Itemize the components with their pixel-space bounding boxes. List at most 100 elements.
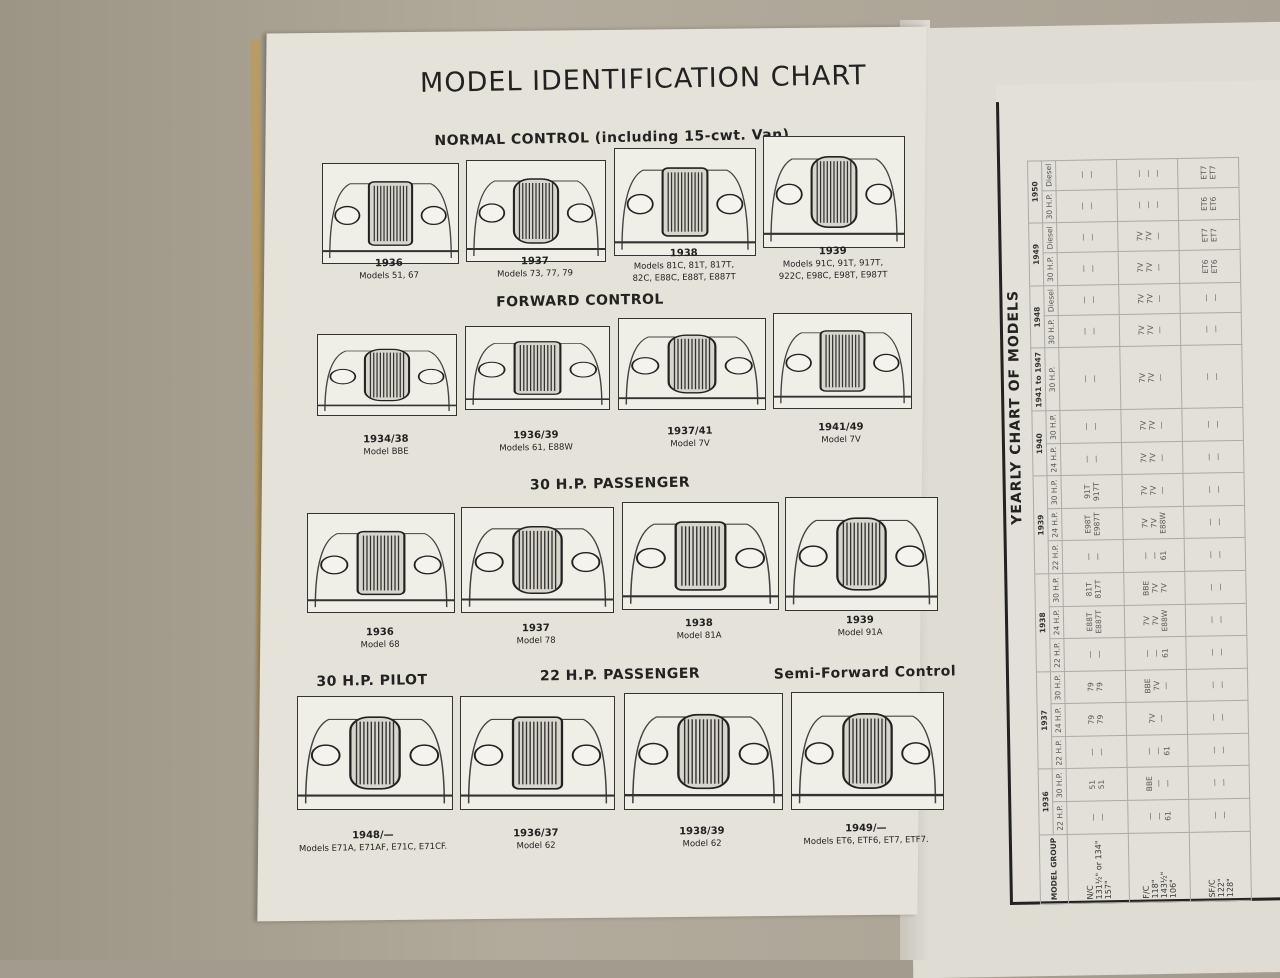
model-cell: — —	[1058, 314, 1120, 349]
caption-year: 1936	[374, 257, 403, 270]
model-cell: 7V 7V E88W	[1122, 506, 1185, 540]
headlamp-icon	[631, 357, 660, 375]
hp-column-header: Diesel	[1042, 222, 1058, 254]
caption-models: Model 62	[516, 840, 556, 852]
vehicle-front-illustration	[614, 148, 756, 256]
illustration-caption: 1938 Models 81C, 81T, 817T, 82C, E88C, E…	[632, 247, 736, 285]
model-cell: 7V —	[1125, 701, 1188, 736]
section-heading: 22 H.P. PASSENGER	[539, 665, 701, 685]
caption-models: Models 51, 67	[359, 270, 420, 282]
headlamp-icon	[409, 744, 440, 767]
model-cell: 51 51	[1066, 767, 1128, 802]
model-cell: — —	[1056, 221, 1119, 253]
headlamp-icon	[804, 742, 834, 765]
illustration-caption: 1936/37 Model 62	[513, 828, 559, 853]
headlamp-icon	[473, 744, 504, 767]
vehicle-front-illustration	[460, 696, 615, 810]
vehicle-front-illustration	[773, 313, 912, 409]
illustration-caption: 1948/— Models E71A, E71AF, E71C, E71CF.	[299, 829, 448, 856]
hp-column-header: 30 H.P.	[1044, 315, 1059, 349]
headlamp-icon	[865, 183, 893, 205]
caption-year: 1939	[845, 614, 874, 627]
vehicle-front-illustration	[307, 513, 455, 613]
hp-column-header: 30 H.P.	[1044, 348, 1060, 412]
headlamp-icon	[571, 744, 602, 767]
model-cell: — —	[1183, 505, 1246, 539]
headlamp-icon	[895, 545, 925, 568]
caption-year: 1936	[365, 626, 394, 639]
caption-models: Model 7V	[670, 438, 710, 450]
headlamp-icon	[571, 552, 601, 573]
model-cell: 81T 817T	[1062, 572, 1125, 607]
illustration-caption: 1936/39 Models 61, E88W	[499, 429, 573, 454]
caption-models: Models 61, E88W	[499, 442, 573, 454]
year-header: 1941 to 1947	[1030, 348, 1046, 412]
hp-column-header: 30 H.P.	[1042, 190, 1057, 223]
model-cell: — — 61	[1126, 734, 1189, 768]
model-cell: — —	[1059, 409, 1122, 444]
model-cell: — — —	[1117, 188, 1179, 222]
model-cell: 79 79	[1064, 702, 1127, 737]
illustration-caption: 1938/39 Model 62	[679, 826, 725, 851]
model-group-cell: F/C 118" 143½" 106"	[1128, 831, 1191, 903]
illustration-caption: 1949/— Models ET6, ETF6, ET7, ETF7.	[803, 822, 929, 848]
illustration-caption: 1937 Models 73, 77, 79	[497, 255, 573, 280]
headlamp-icon	[735, 547, 766, 569]
headlamp-icon	[716, 193, 744, 215]
illustration-caption: 1936 Models 51, 67	[359, 257, 419, 282]
caption-models: Model BBE	[363, 446, 409, 458]
section-heading: FORWARD CONTROL	[496, 291, 664, 311]
caption-year: 1938	[684, 617, 713, 630]
model-cell: — —	[1062, 539, 1124, 574]
model-cell: — —	[1187, 733, 1250, 767]
headlamp-icon	[724, 357, 753, 375]
section-heading: 30 H.P. PILOT	[316, 672, 428, 690]
caption-year: 1941/49	[818, 421, 864, 434]
headlamp-icon	[566, 203, 594, 223]
model-cell: 7V 7V —	[1117, 220, 1180, 252]
vehicle-front-illustration	[465, 326, 610, 410]
year-header: 1936	[1038, 769, 1054, 835]
vehicle-front-illustration	[317, 334, 457, 416]
hp-column-header: 22 H.P.	[1051, 736, 1067, 770]
model-cell: — —	[1186, 668, 1248, 702]
model-cell: — —	[1058, 346, 1121, 411]
section-heading: Semi-Forward Control	[773, 663, 957, 683]
vehicle-front-illustration	[618, 318, 766, 410]
illustration-caption: 1939 Model 91A	[837, 614, 883, 640]
illustration-caption: 1936 Model 68	[360, 627, 399, 652]
caption-models: Model 91A	[837, 627, 883, 639]
model-cell: — —	[1057, 284, 1120, 316]
headlamp-icon	[320, 555, 349, 575]
model-cell: — —	[1186, 700, 1249, 735]
model-cell: ET7 ET7	[1178, 219, 1241, 251]
caption-models: Model 7V	[821, 434, 861, 446]
model-cell: 7V 7V —	[1119, 313, 1181, 347]
hp-column-header: 24 H.P.	[1050, 703, 1066, 737]
hp-column-header: 24 H.P.	[1049, 606, 1064, 639]
vehicle-front-illustration	[763, 136, 905, 248]
model-cell: — —	[1182, 440, 1244, 474]
caption-year: 1934/38	[363, 433, 409, 446]
model-cell: 7V 7V E88W	[1124, 603, 1186, 638]
headlamp-icon	[413, 555, 442, 575]
year-header: 1949	[1028, 222, 1044, 286]
model-cell: E98T E987T	[1061, 507, 1124, 541]
section-heading: 30 H.P. PASSENGER	[529, 474, 691, 494]
model-cell: — —	[1182, 472, 1245, 507]
illustration-caption: 1937/41 Model 7V	[667, 426, 713, 451]
vehicle-front-illustration	[622, 502, 779, 610]
model-cell: — —	[1065, 735, 1128, 769]
model-cell: 91T 917T	[1061, 474, 1123, 509]
headlamp-icon	[477, 361, 506, 378]
model-cell: BBE 7V —	[1125, 669, 1187, 703]
headlamp-icon	[638, 742, 669, 765]
model-cell: ET6 ET6	[1179, 249, 1241, 284]
model-group-header: MODEL GROUP	[1039, 834, 1069, 904]
model-cell: — —	[1063, 637, 1126, 672]
illustration-caption: 1941/49 Model 7V	[818, 422, 864, 447]
headlamp-icon	[310, 744, 341, 767]
model-cell: — — —	[1116, 157, 1179, 190]
headlamp-icon	[738, 742, 769, 765]
caption-models: Models 91C, 91T, 917T, 922C, E98C, E98T,…	[778, 258, 888, 282]
